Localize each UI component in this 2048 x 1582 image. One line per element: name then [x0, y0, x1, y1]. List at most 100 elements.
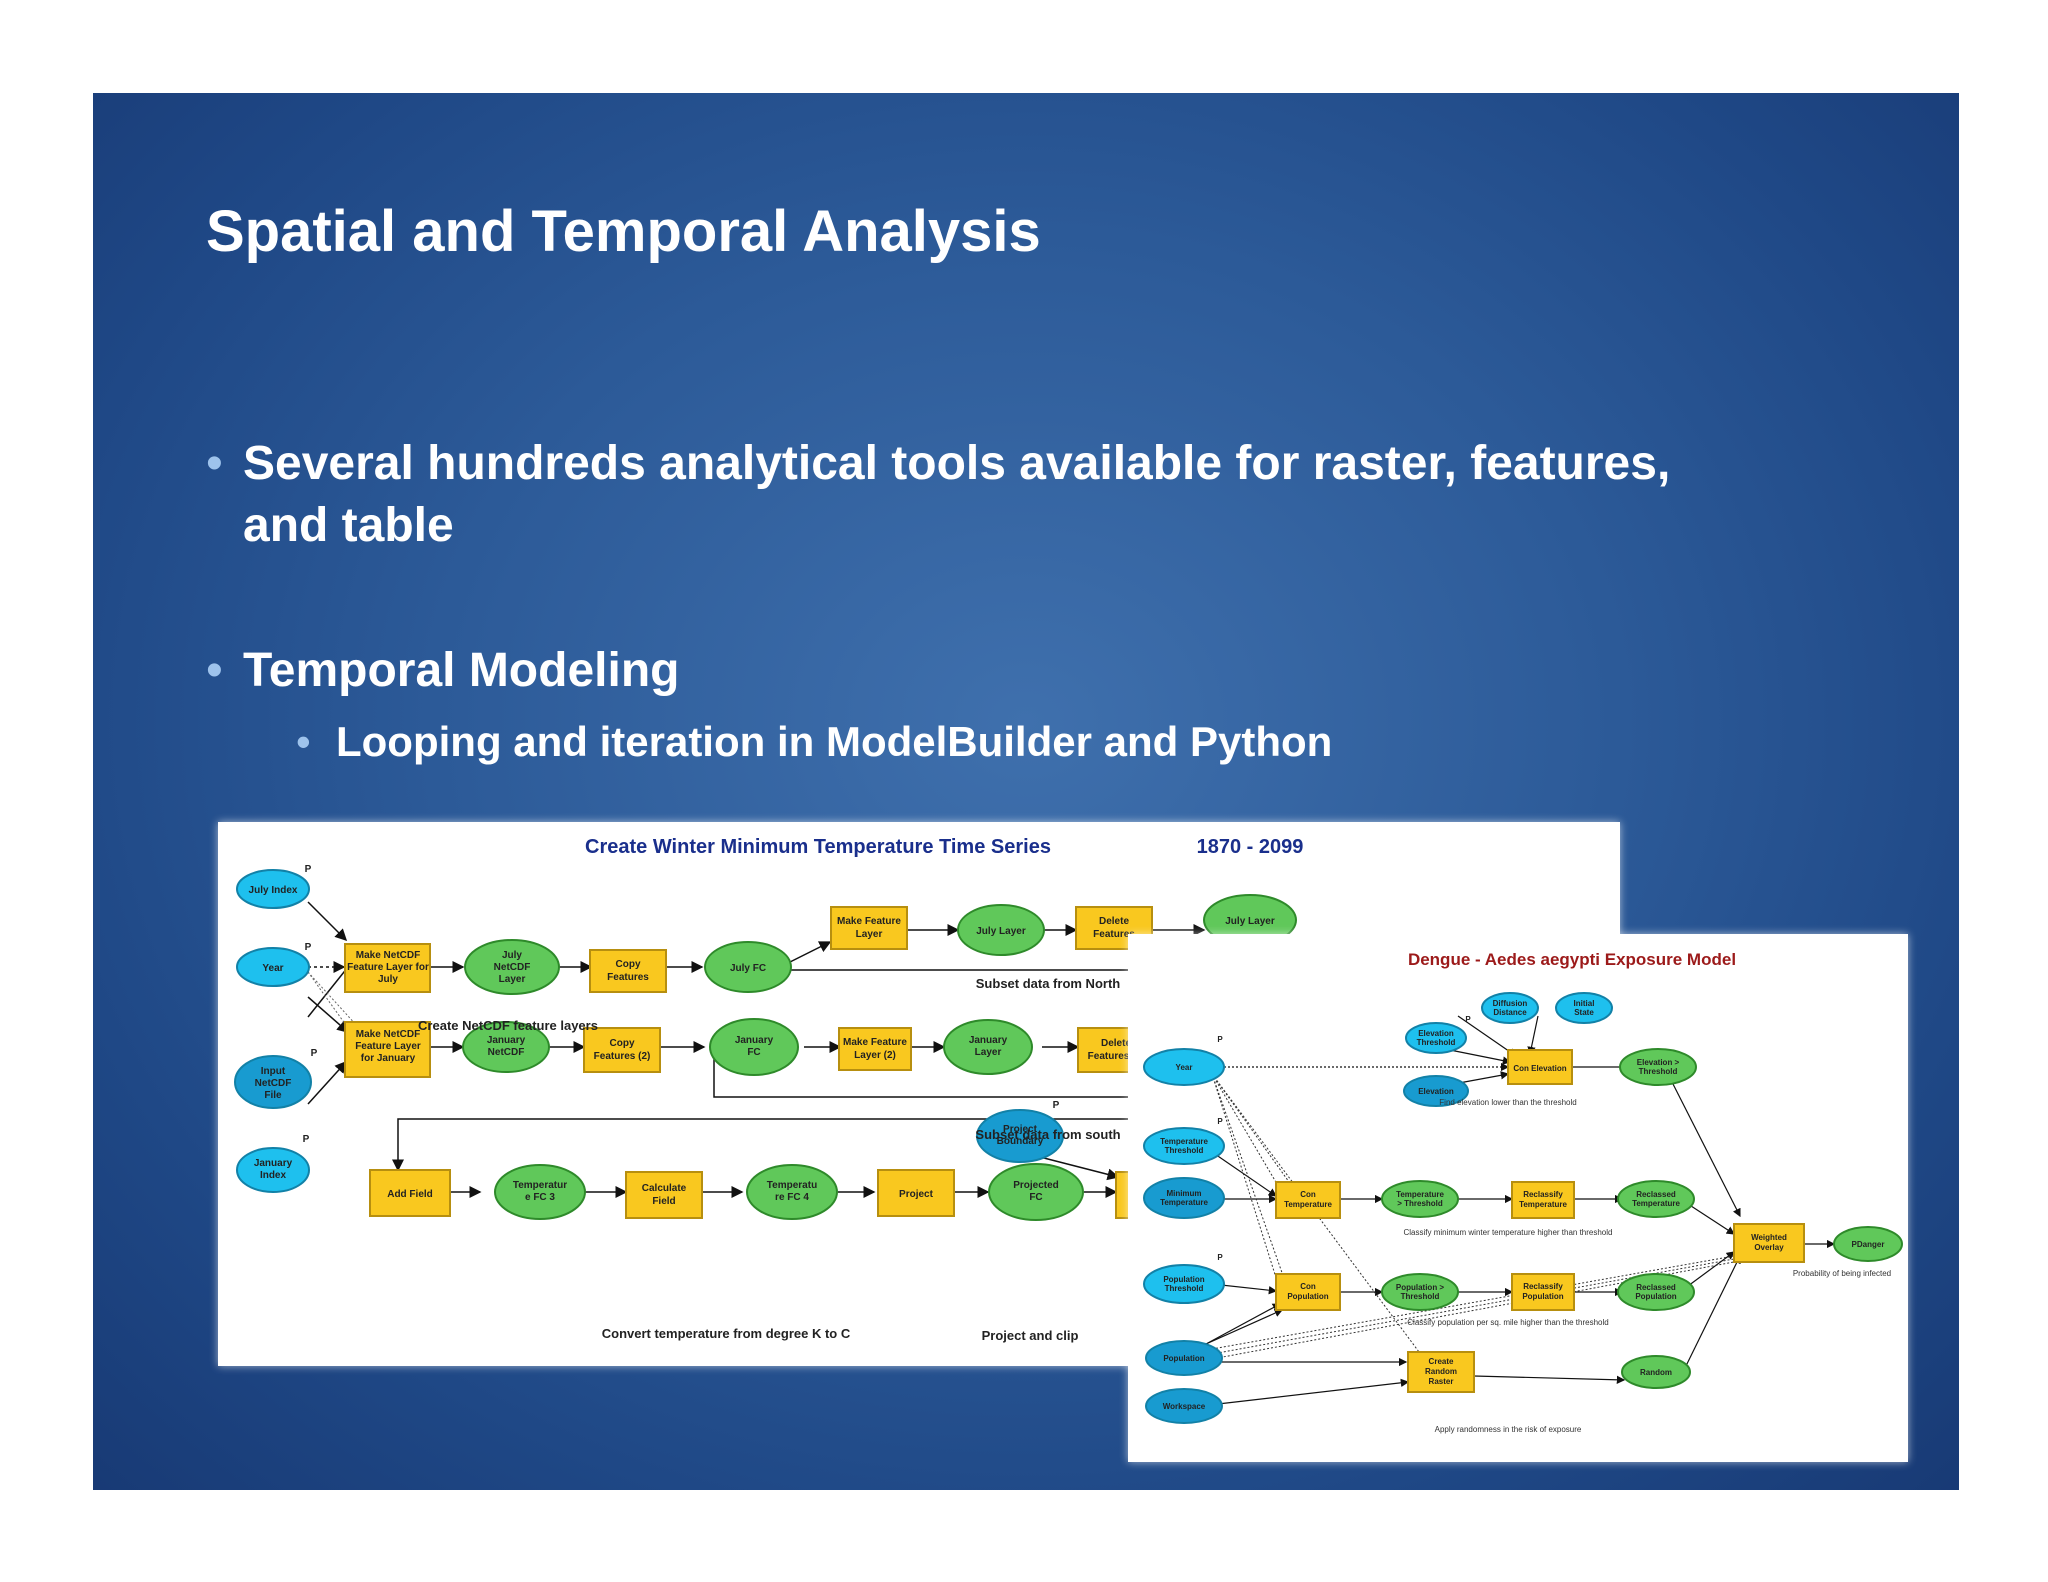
- caption-elevation: Find elevation lower than the threshold: [1439, 1098, 1576, 1107]
- input-project-boundary: Boundary: [997, 1136, 1044, 1147]
- node-input-file: File: [264, 1090, 282, 1101]
- caption-population: Classify population per sq. mile higher …: [1407, 1318, 1608, 1327]
- data-elevation-gt-threshold: Threshold: [1639, 1067, 1678, 1076]
- tool-make-feature-layer-2: Make Feature: [843, 1037, 907, 1048]
- data-january-layer: Layer: [975, 1047, 1002, 1058]
- tool-make-july: Feature Layer for: [347, 962, 429, 973]
- data-reclassed-temperature: Reclassed: [1636, 1190, 1676, 1199]
- tool-project: Project: [899, 1189, 934, 1200]
- param-p: P: [1053, 1100, 1060, 1111]
- input-ellipses: July Index P Year P Input NetCDF File P …: [234, 864, 318, 1193]
- tool-copy-features-2: Features (2): [594, 1051, 651, 1062]
- data-january-layer: January: [969, 1035, 1008, 1046]
- data-july-layer-out: July Layer: [1225, 916, 1275, 927]
- tool-add-field: Add Field: [387, 1189, 433, 1200]
- data-july-layer: July Layer: [976, 926, 1026, 937]
- bullet-tools: • Several hundreds analytical tools avai…: [206, 433, 1846, 557]
- sub-bullet-looping: • Looping and iteration in ModelBuilder …: [296, 718, 1333, 766]
- input-minimum-temperature: Temperature: [1160, 1198, 1208, 1207]
- bullet-temporal-text: Temporal Modeling: [243, 644, 680, 697]
- caption-temperature: Classify minimum winter temperature high…: [1404, 1228, 1613, 1237]
- tool-create-random-raster: Raster: [1429, 1377, 1454, 1386]
- param-p: P: [305, 942, 312, 953]
- data-july-netcdf-layer: July: [502, 950, 522, 961]
- input-elevation: Elevation: [1418, 1087, 1454, 1096]
- tool-reclassify-temperature: Reclassify: [1523, 1190, 1563, 1199]
- param-p: P: [1217, 1035, 1223, 1044]
- param-p: P: [1217, 1253, 1223, 1262]
- tool-copy-features-2: Copy: [610, 1038, 635, 1049]
- data-temperature-fc3: e FC 3: [525, 1192, 555, 1203]
- data-elevation-gt-threshold: Elevation >: [1637, 1058, 1680, 1067]
- input-diffusion-distance: Diffusion: [1493, 999, 1528, 1008]
- caption-project-clip: Project and clip: [982, 1328, 1079, 1343]
- tool-reclassify-population: Reclassify: [1523, 1282, 1563, 1291]
- caption-subset-north: Subset data from North: [976, 976, 1121, 991]
- slide-title: Spatial and Temporal Analysis: [206, 199, 1041, 264]
- input-temperature-threshold: Temperature: [1160, 1137, 1208, 1146]
- dengue-inputs: Year P Elevation Threshold P Diffusion D…: [1143, 992, 1613, 1424]
- data-ellipses: July NetCDF Layer July FC July Layer Jul…: [462, 894, 1297, 1221]
- node-january-index: Index: [260, 1170, 287, 1181]
- caption-convert-temperature: Convert temperature from degree K to C: [602, 1326, 851, 1341]
- bullet-tools-line2: and table: [243, 499, 454, 552]
- tool-make-feature-layer-2: Layer (2): [854, 1050, 896, 1061]
- sub-bullet-looping-text: Looping and iteration in ModelBuilder an…: [336, 718, 1333, 765]
- data-january-fc: January: [735, 1035, 774, 1046]
- tool-create-random-raster: Create: [1429, 1357, 1454, 1366]
- data-projected-fc: Projected: [1013, 1180, 1059, 1191]
- tool-delete-features-2: Delete: [1101, 1038, 1131, 1049]
- connector-lines-row1: [307, 901, 1206, 1198]
- tool-make-july: Make NetCDF: [356, 950, 420, 961]
- tool-make-january: for January: [361, 1053, 416, 1064]
- tool-con-temperature: Temperature: [1284, 1200, 1332, 1209]
- data-population-gt-threshold: Population >: [1396, 1283, 1445, 1292]
- dengue-title: Dengue - Aedes aegypti Exposure Model: [1408, 950, 1736, 969]
- data-january-netcdf: NetCDF: [488, 1047, 525, 1058]
- input-project-boundary: Project: [1003, 1124, 1038, 1135]
- tool-make-feature-layer: Layer: [856, 929, 883, 940]
- tool-make-january: Make NetCDF: [356, 1029, 420, 1040]
- tool-reclassify-population: Population: [1522, 1292, 1563, 1301]
- data-reclassed-population: Population: [1635, 1292, 1676, 1301]
- temperature-model-diagram: Create Winter Minimum Temperature Time S…: [218, 822, 1620, 1366]
- tool-create-random-raster: Random: [1425, 1367, 1457, 1376]
- data-temperature-fc4: Temperatu: [767, 1180, 817, 1191]
- tool-calculate-field: Calculate: [642, 1183, 687, 1194]
- dengue-tools: Con Elevation Con Temperature Reclassify…: [1275, 1049, 1805, 1393]
- param-p: P: [1465, 1015, 1471, 1024]
- caption-create-layers: Create NetCDF feature layers: [418, 1018, 598, 1033]
- bullet-temporal: • Temporal Modeling: [206, 643, 679, 698]
- node-input-file: Input: [261, 1066, 286, 1077]
- tool-calculate-field: Field: [652, 1196, 675, 1207]
- dengue-model-svg: Dengue - Aedes aegypti Exposure Model: [1143, 950, 1903, 1434]
- tool-delete-features: Features: [1093, 929, 1135, 940]
- param-p: P: [305, 864, 312, 875]
- node-year: Year: [262, 963, 283, 974]
- temperature-model-svg: Create Winter Minimum Temperature Time S…: [234, 836, 1303, 1343]
- input-diffusion-distance: Distance: [1493, 1008, 1527, 1017]
- param-p: P: [303, 1134, 310, 1145]
- data-january-netcdf: January: [487, 1035, 526, 1046]
- bullet-tools-line1: Several hundreds analytical tools availa…: [243, 437, 1671, 490]
- data-july-fc: July FC: [730, 963, 766, 974]
- bullet-dot: •: [296, 718, 311, 765]
- data-pdanger: PDanger: [1852, 1240, 1885, 1249]
- diagram-title: Create Winter Minimum Temperature Time S…: [585, 836, 1051, 858]
- node-input-file: NetCDF: [255, 1078, 292, 1089]
- tool-delete-features-2: Features (2): [1088, 1051, 1145, 1062]
- input-initial-state: Initial: [1574, 999, 1595, 1008]
- tool-copy-features: Copy: [616, 959, 641, 970]
- param-p: P: [1217, 1117, 1223, 1126]
- input-elevation-threshold: Elevation: [1418, 1029, 1454, 1038]
- tool-boxes: Make NetCDF Feature Layer for July Copy …: [344, 906, 1155, 1219]
- input-workspace: Workspace: [1163, 1402, 1206, 1411]
- tool-delete-features: Delete: [1099, 916, 1129, 927]
- param-p: P: [311, 1048, 318, 1059]
- tool-reclassify-temperature: Temperature: [1519, 1200, 1567, 1209]
- data-january-fc: FC: [747, 1047, 760, 1058]
- data-reclassed-temperature: Temperature: [1632, 1199, 1680, 1208]
- input-population-threshold: Population: [1163, 1275, 1204, 1284]
- data-july-netcdf-layer: NetCDF: [494, 962, 531, 973]
- data-projected-fc: FC: [1029, 1192, 1042, 1203]
